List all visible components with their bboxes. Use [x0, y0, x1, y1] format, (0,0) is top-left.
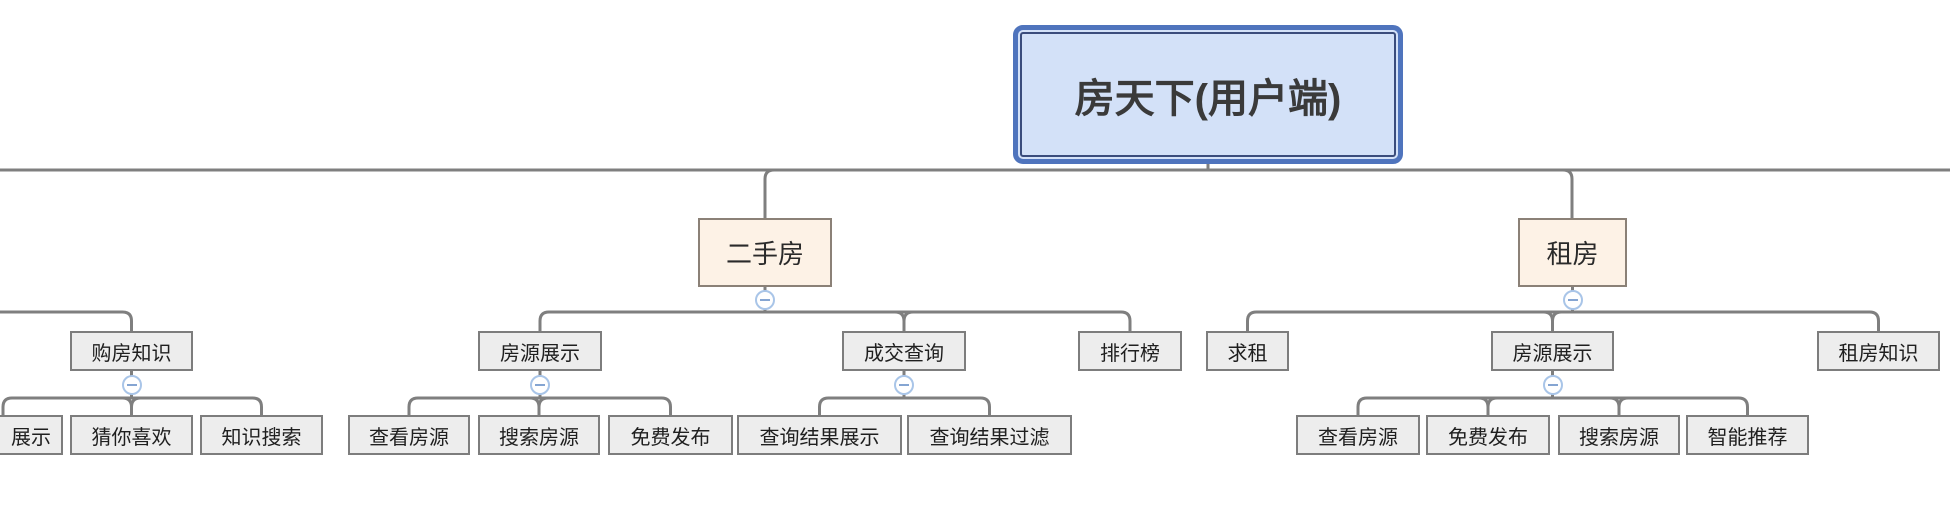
connector-top-rail — [0, 162, 1950, 218]
collapse-icon[interactable] — [894, 374, 914, 395]
node-label: 成交查询 — [864, 342, 944, 365]
node-mianfei-fabu-esf[interactable]: 免费发布 — [608, 415, 733, 455]
node-ershoufang[interactable]: 二手房 — [698, 218, 832, 287]
node-label: 免费发布 — [630, 426, 711, 449]
node-label: 知识搜索 — [221, 426, 302, 449]
node-fangyuan-zhanshi-zf[interactable]: 房源展示 — [1491, 331, 1614, 371]
node-qiuzu[interactable]: 求租 — [1206, 331, 1289, 371]
node-label: 查看房源 — [1318, 426, 1398, 449]
node-chakan-fangyuan-zf[interactable]: 查看房源 — [1296, 415, 1420, 455]
root-label: 房天下(用户端) — [1074, 76, 1342, 121]
node-label: 租房 — [1546, 239, 1599, 269]
node-label: 查询结果展示 — [759, 426, 880, 449]
connector-zufang — [1246, 287, 1880, 331]
collapse-icon[interactable] — [755, 289, 775, 310]
node-label: 搜索房源 — [1579, 426, 1659, 449]
node-zufang-zhishi[interactable]: 租房知识 — [1817, 331, 1940, 371]
node-label: 租房知识 — [1838, 342, 1919, 365]
node-mianfei-fabu-zf[interactable]: 免费发布 — [1426, 415, 1550, 455]
node-label: 排行榜 — [1100, 342, 1160, 365]
node-label: 智能推荐 — [1707, 426, 1788, 449]
collapse-icon[interactable] — [121, 374, 142, 395]
collapse-icon[interactable] — [530, 374, 550, 395]
node-label: 房源展示 — [1512, 342, 1593, 365]
node-paihangbang[interactable]: 排行榜 — [1078, 331, 1182, 371]
node-label: 搜索房源 — [499, 426, 579, 449]
connector-offscreen-parent — [0, 310, 133, 331]
node-zhanshi-clipped[interactable]: 展示 — [0, 415, 63, 455]
node-sousuo-fangyuan-esf[interactable]: 搜索房源 — [478, 415, 600, 455]
connector-ershoufang — [538, 287, 1132, 331]
node-label: 求租 — [1227, 342, 1268, 365]
node-sousuo-fangyuan-zf[interactable]: 搜索房源 — [1558, 415, 1680, 455]
node-zhineng-tuijian[interactable]: 智能推荐 — [1686, 415, 1809, 455]
node-label: 查询结果过滤 — [929, 426, 1050, 449]
node-label: 展示 — [11, 426, 51, 449]
node-zhishi-sousuo[interactable]: 知识搜索 — [200, 415, 323, 455]
node-chaxun-jieguo-guolv[interactable]: 查询结果过滤 — [907, 415, 1072, 455]
node-label: 免费发布 — [1448, 426, 1528, 449]
node-label: 查看房源 — [369, 426, 449, 449]
node-zufang[interactable]: 租房 — [1518, 218, 1627, 287]
node-chengjiao-chaxun[interactable]: 成交查询 — [842, 331, 966, 371]
node-goufang-zhishi[interactable]: 购房知识 — [70, 331, 193, 371]
node-label: 猜你喜欢 — [91, 426, 172, 449]
node-label: 房源展示 — [500, 342, 580, 365]
node-fangyuan-zhanshi-esf[interactable]: 房源展示 — [478, 331, 602, 371]
node-label: 二手房 — [725, 239, 804, 269]
collapse-icon[interactable] — [1562, 289, 1583, 310]
node-chaxun-jieguo-zhanshi[interactable]: 查询结果展示 — [737, 415, 902, 455]
root-node[interactable]: 房天下(用户端) — [1013, 25, 1403, 164]
node-label: 购房知识 — [91, 342, 172, 365]
node-cainixihuan[interactable]: 猜你喜欢 — [70, 415, 193, 455]
collapse-icon[interactable] — [1542, 374, 1563, 395]
node-chakan-fangyuan-esf[interactable]: 查看房源 — [348, 415, 470, 455]
